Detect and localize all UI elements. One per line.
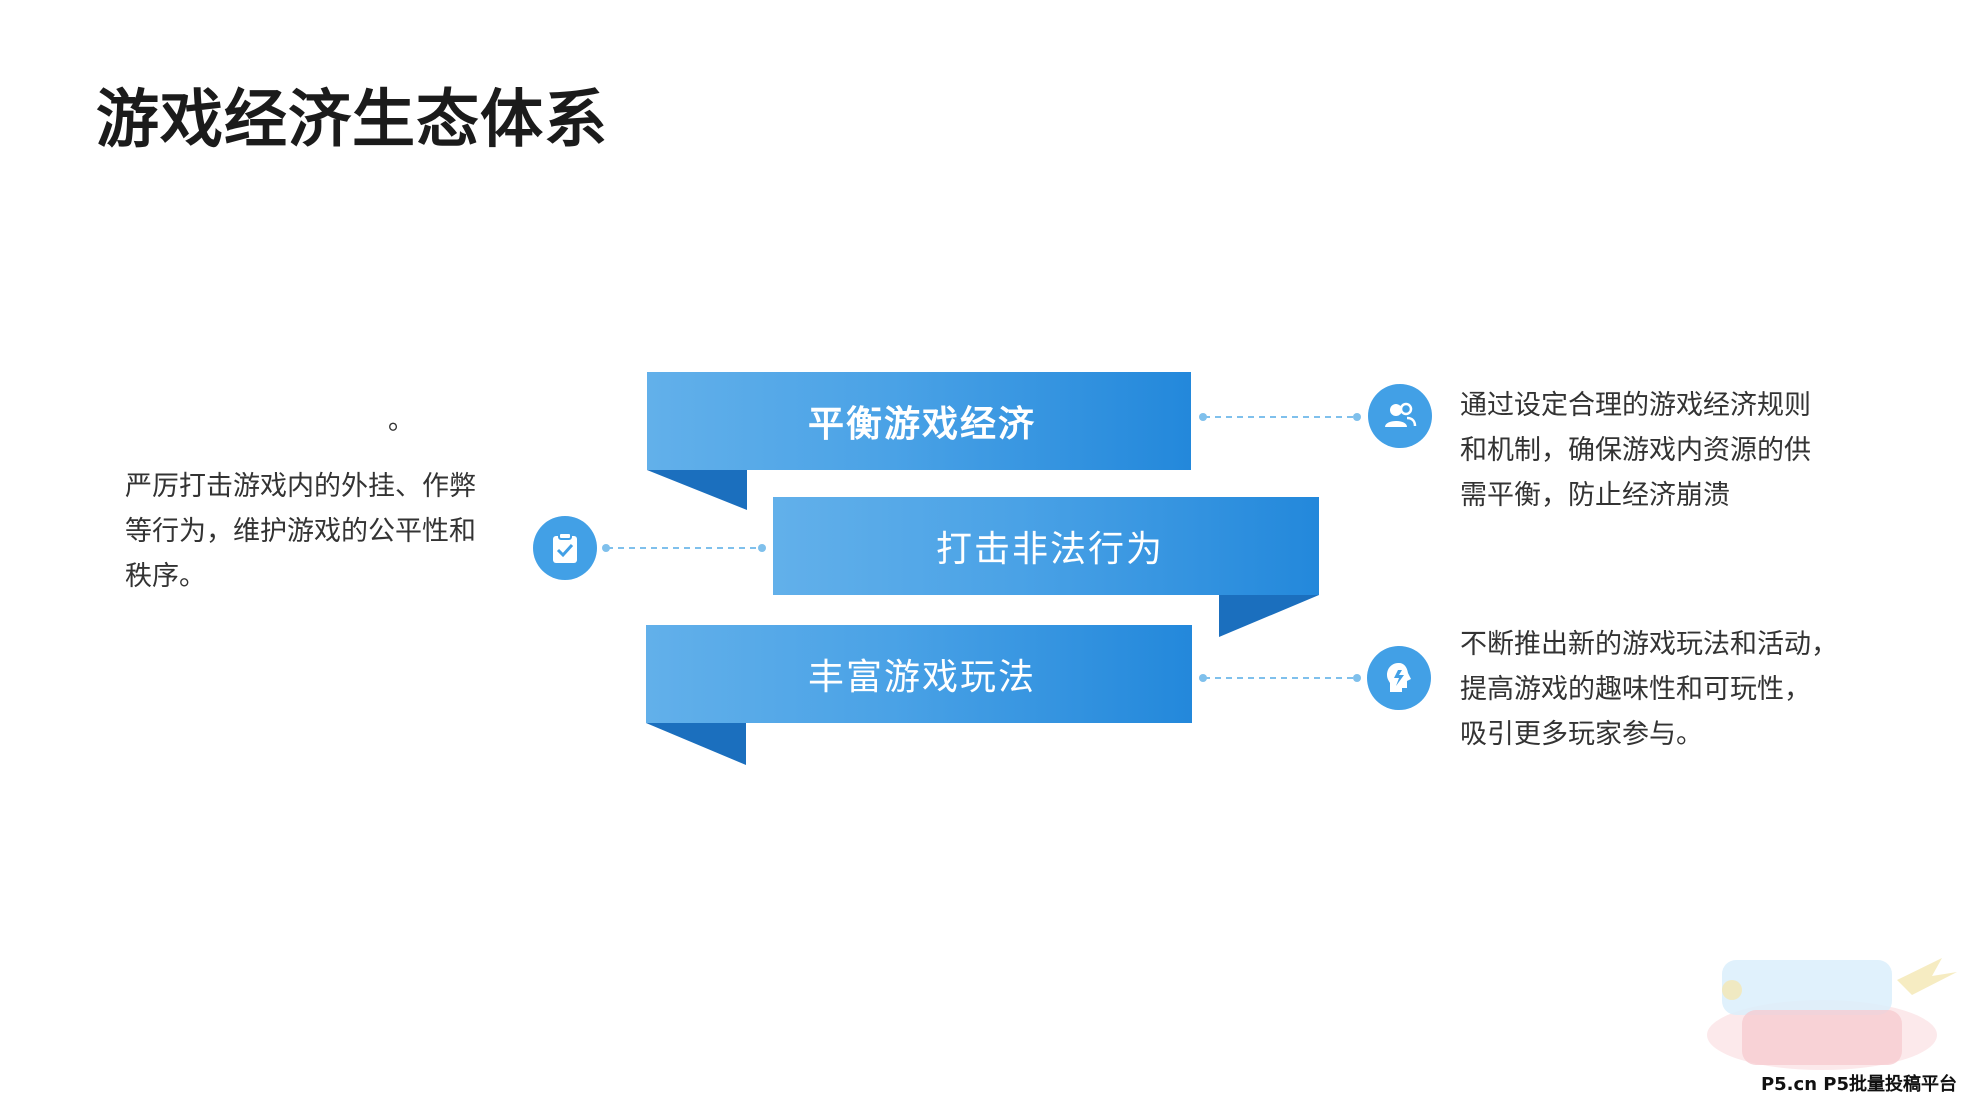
description-balance-economy: 通过设定合理的游戏经济规则 和机制，确保游戏内资源的供 需平衡，防止经济崩溃 — [1460, 383, 1880, 518]
users-icon — [1368, 384, 1432, 448]
watermark-footer: P5.cn P5批量投稿平台 — [1760, 1074, 1957, 1095]
description-line: 提高游戏的趣味性和可玩性， — [1460, 674, 1811, 705]
description-line: 和机制，确保游戏内资源的供 — [1460, 435, 1811, 466]
description-line: 需平衡，防止经济崩溃 — [1460, 480, 1730, 511]
watermark-logo: P5.cn P5批量投稿平台 — [1702, 950, 1962, 1100]
description-line: 严厉打击游戏内的外挂、作弊 — [125, 471, 476, 502]
stray-punctuation: 。 — [388, 406, 415, 436]
description-fight-illegal: 严厉打击游戏内的外挂、作弊 等行为，维护游戏的公平性和 秩序。 — [125, 464, 515, 599]
ribbon-rich-gameplay: 丰富游戏玩法 — [646, 625, 1192, 723]
page-title: 游戏经济生态体系 — [96, 83, 608, 156]
description-line: 秩序。 — [125, 561, 206, 592]
ribbon-fold-3 — [646, 723, 746, 765]
description-line: 不断推出新的游戏玩法和活动， — [1460, 629, 1838, 660]
connector-line-middle — [602, 544, 766, 552]
ribbon-fight-illegal: 打击非法行为 — [773, 497, 1319, 595]
lightbulb-head-icon — [1367, 646, 1431, 710]
checklist-icon — [533, 516, 597, 580]
description-line: 通过设定合理的游戏经济规则 — [1460, 390, 1811, 421]
ribbon-balance-economy: 平衡游戏经济 — [647, 372, 1191, 470]
ribbon-label: 打击非法行为 — [936, 529, 1165, 570]
connector-line-top — [1199, 413, 1361, 421]
connector-line-bottom — [1199, 674, 1361, 682]
description-rich-gameplay: 不断推出新的游戏玩法和活动， 提高游戏的趣味性和可玩性， 吸引更多玩家参与。 — [1460, 622, 1880, 757]
ribbon-fold-1 — [647, 470, 747, 510]
description-line: 吸引更多玩家参与。 — [1460, 719, 1703, 750]
ribbon-label: 平衡游戏经济 — [808, 404, 1037, 445]
ribbon-label: 丰富游戏玩法 — [808, 657, 1037, 698]
ribbon-fold-2 — [1219, 595, 1319, 637]
description-line: 等行为，维护游戏的公平性和 — [125, 516, 476, 547]
